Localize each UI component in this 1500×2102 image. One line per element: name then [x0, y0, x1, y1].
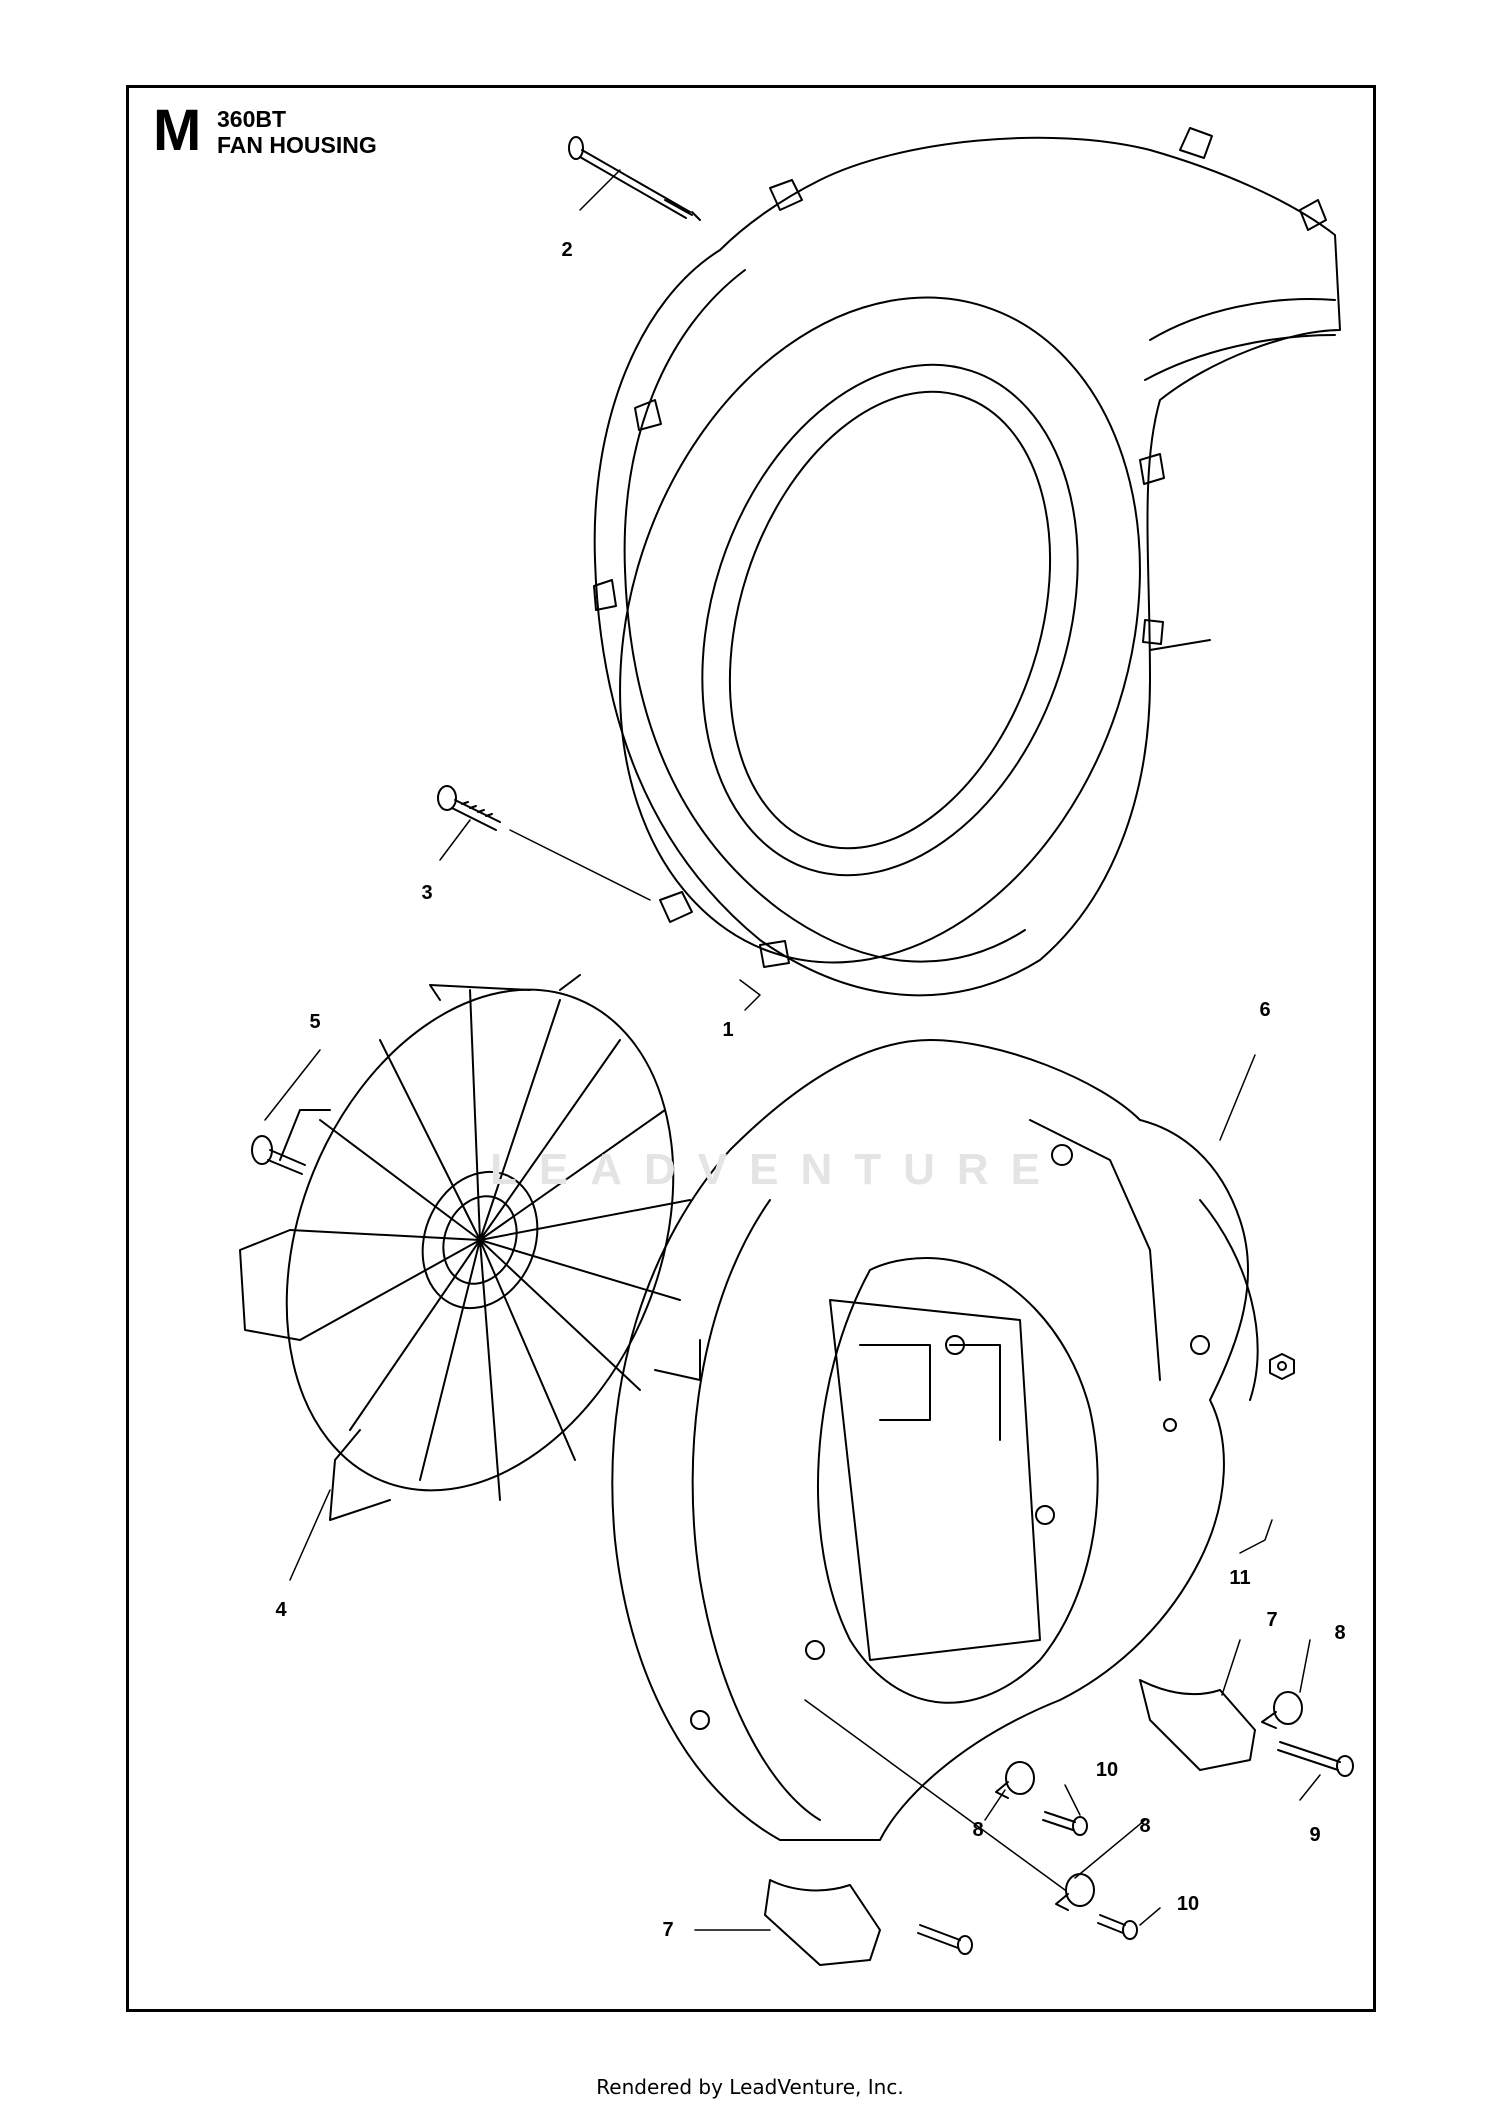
- callout-4: 4: [275, 1599, 287, 1621]
- callout-2: 2: [561, 239, 573, 261]
- callout-10-lower: 10: [1176, 1893, 1200, 1915]
- part-screw-middle: [1042, 1811, 1088, 1836]
- part-long-screw: [568, 136, 701, 221]
- part-nut: [1269, 1353, 1295, 1380]
- callout-11: 11: [1229, 1567, 1251, 1589]
- section-letter: M: [153, 98, 202, 163]
- callout-3: 3: [421, 882, 433, 904]
- part-rear-fan-housing: [611, 1039, 1259, 1966]
- part-fan-impeller: [239, 974, 701, 1521]
- callout-7-upper: 7: [1266, 1609, 1278, 1631]
- callout-8-upper: 8: [1334, 1622, 1346, 1644]
- part-clamp-middle: [995, 1761, 1035, 1799]
- callout-5: 5: [309, 1011, 321, 1033]
- part-clamp-lower: [1055, 1873, 1095, 1911]
- part-screw-right: [1277, 1741, 1354, 1777]
- callout-9: 9: [1309, 1824, 1321, 1846]
- part-screw-lower: [1097, 1914, 1138, 1940]
- callout-8-middle: 8: [972, 1819, 984, 1841]
- callout-8-lower: 8: [1139, 1815, 1151, 1837]
- part-screw-bottom: [917, 1924, 973, 1955]
- leader-lines: [264, 169, 1321, 1931]
- callout-7-lower: 7: [662, 1919, 674, 1941]
- callout-1: 1: [722, 1019, 734, 1041]
- diagram-frame: [126, 85, 1376, 2012]
- footer-credit: Rendered by LeadVenture, Inc.: [596, 2075, 904, 2099]
- part-fan-housing-cover: [593, 127, 1341, 997]
- diagram-title: FAN HOUSING: [217, 132, 377, 158]
- callout-10-upper: 10: [1095, 1759, 1119, 1781]
- model-number: 360BT: [217, 106, 287, 132]
- watermark: LEADVENTURE: [490, 1145, 1063, 1194]
- part-impeller-bolt: [251, 1135, 306, 1175]
- part-short-screw: [437, 785, 501, 831]
- callout-6: 6: [1259, 999, 1271, 1021]
- part-clamp-upper: [1261, 1691, 1303, 1729]
